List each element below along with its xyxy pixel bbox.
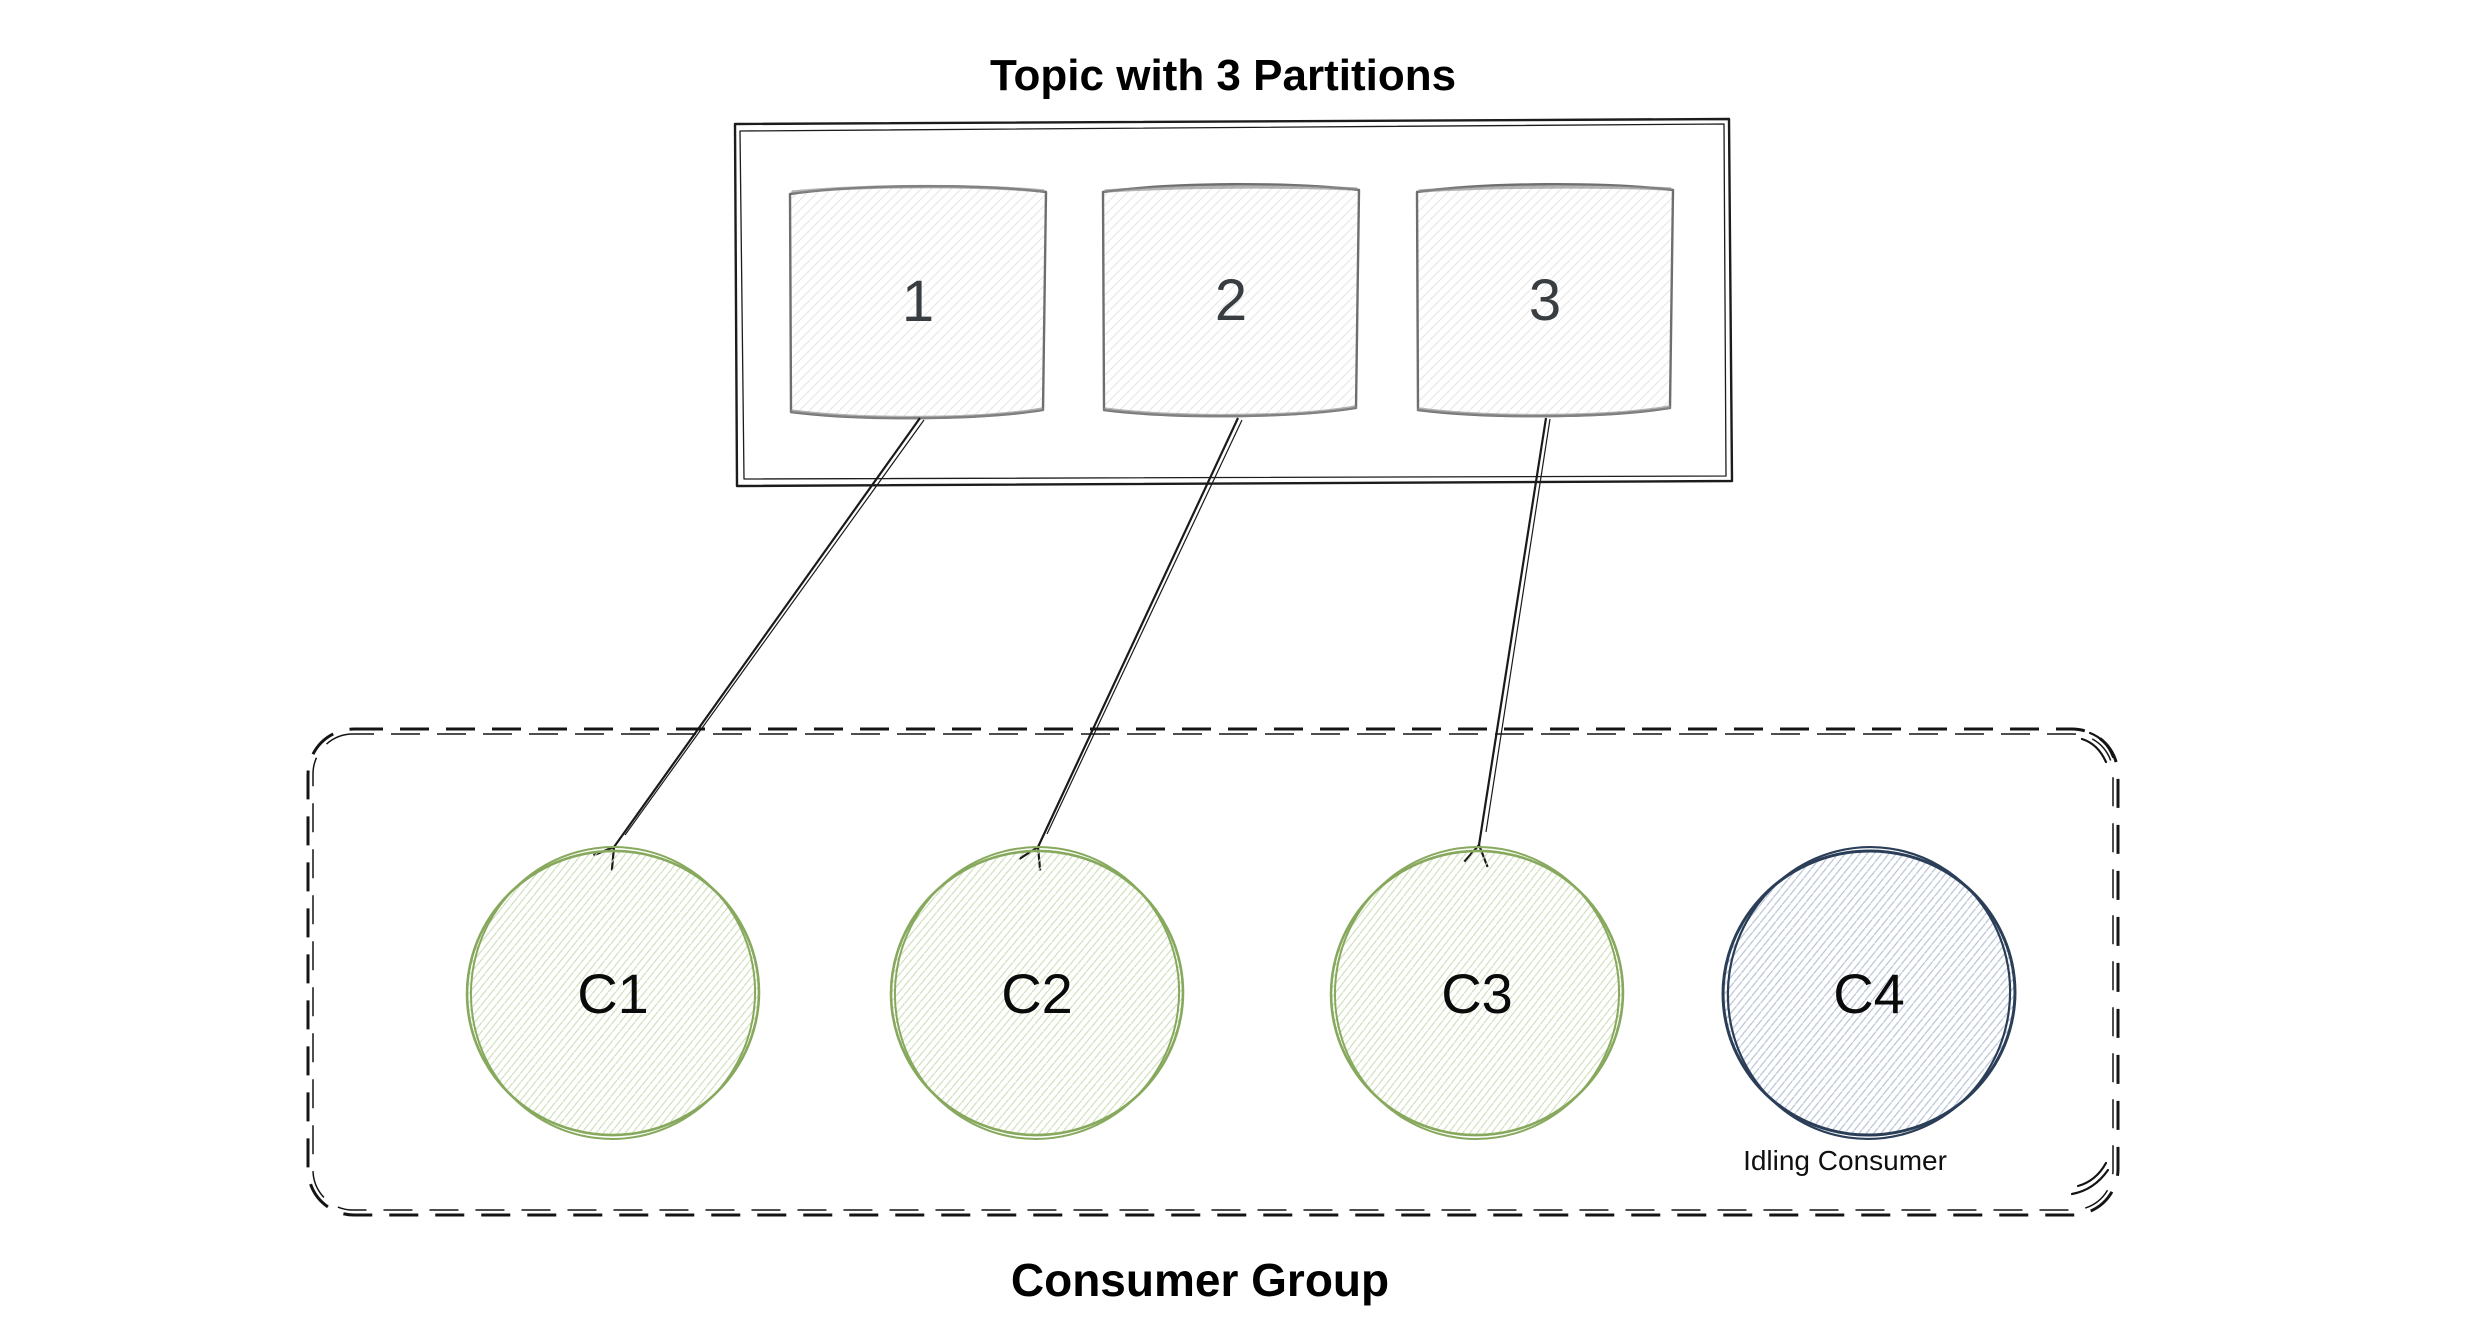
consumer-c1: C1 <box>465 846 761 1140</box>
sketch-accent <box>2076 1161 2108 1188</box>
consumer-group-boundary <box>306 727 2120 1217</box>
consumer-circle <box>889 849 1185 1137</box>
consumer-circle <box>1329 849 1625 1137</box>
arrow-partition2-c2 <box>1018 417 1243 871</box>
consumer-circle <box>1721 849 2017 1137</box>
topic-container <box>733 117 1734 488</box>
partition-3: 3 <box>1415 183 1675 418</box>
arrow-partition1-c1 <box>593 417 925 871</box>
assignment-arrows <box>593 417 1551 871</box>
partition-box-edge <box>1103 185 1358 418</box>
topic-title: Topic with 3 Partitions <box>990 51 1456 100</box>
topic-box-outline <box>733 117 1734 488</box>
sketch-accent <box>2080 737 2108 764</box>
consumer-label: C4 <box>1833 962 1905 1025</box>
consumer-label: C3 <box>1441 962 1513 1025</box>
sketch-accent <box>2088 731 2115 759</box>
consumer-c4-idle: C4 <box>1721 845 2017 1141</box>
consumer-circle-sketch <box>1333 846 1621 1140</box>
partition-box-edge <box>1417 185 1672 418</box>
consumer-group-border-sketch <box>312 733 2114 1211</box>
partition-label: 2 <box>1215 268 1247 333</box>
partition-1: 1 <box>788 184 1048 420</box>
consumer-label: C2 <box>1001 962 1073 1025</box>
topic-box-outline-sketch <box>739 123 1727 480</box>
partition-label: 1 <box>902 269 934 334</box>
consumer-circle-sketch <box>1726 845 2012 1141</box>
consumer-c3: C3 <box>1329 846 1625 1140</box>
consumer-circle <box>465 849 761 1137</box>
consumer-circle-sketch <box>893 846 1181 1140</box>
consumer-c2: C2 <box>889 846 1185 1140</box>
partition-label: 3 <box>1529 268 1561 333</box>
consumer-circle-sketch <box>469 846 757 1140</box>
consumer-group-label: Consumer Group <box>1011 1254 1389 1306</box>
idling-consumer-note: Idling Consumer <box>1743 1145 1947 1176</box>
partition-2: 2 <box>1101 183 1361 418</box>
sketch-accent <box>2070 1168 2110 1196</box>
arrow-partition3-c3 <box>1463 417 1551 868</box>
consumer-label: C1 <box>577 962 649 1025</box>
consumer-group-border <box>306 727 2120 1217</box>
partition-box-edge <box>790 184 1045 420</box>
